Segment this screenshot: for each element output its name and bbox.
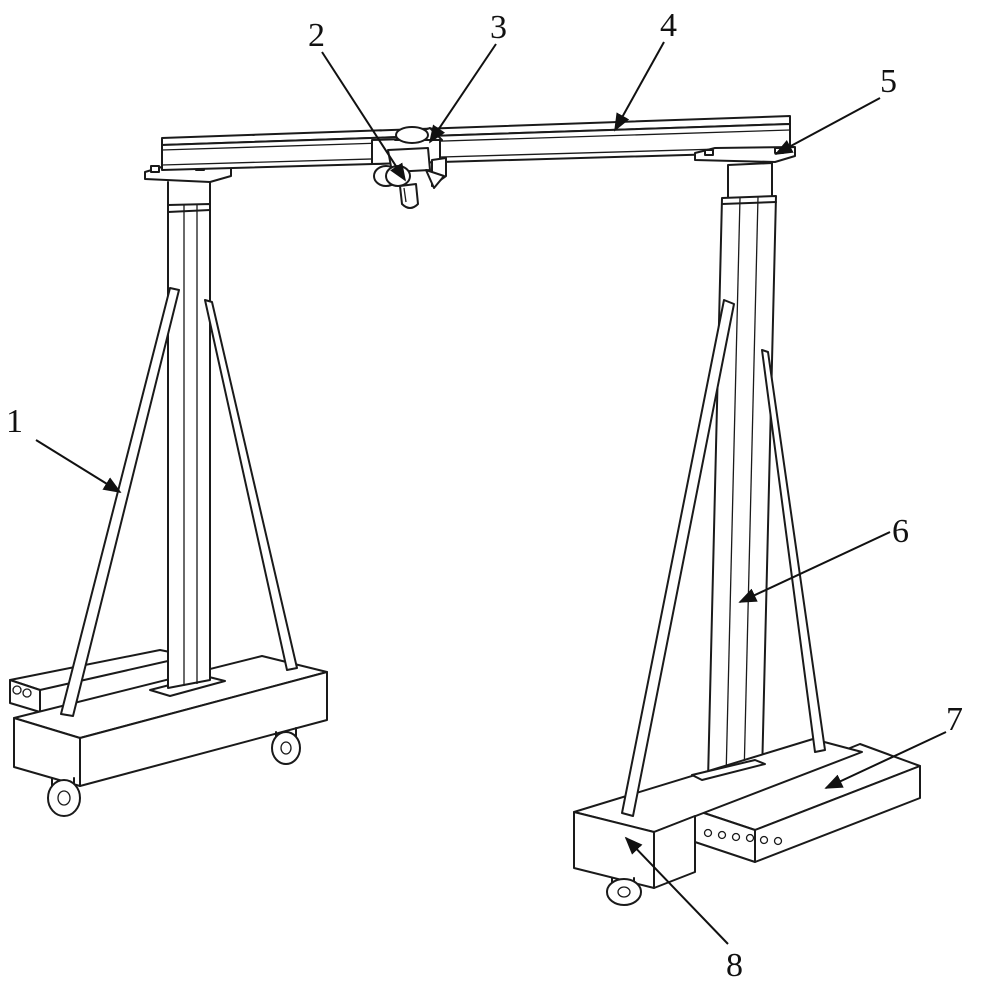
hook: [399, 183, 419, 209]
left-rear-brace: [204, 299, 298, 671]
label-8: 8: [726, 947, 743, 984]
top-beam: [161, 115, 791, 171]
leader-3: [428, 43, 497, 144]
leader-8: [624, 836, 729, 945]
left-column: [144, 163, 232, 689]
label-6: 6: [892, 513, 909, 550]
label-1: 1: [6, 403, 23, 440]
leader-1: [35, 439, 122, 493]
label-4: 4: [660, 7, 677, 44]
leader-4: [614, 41, 665, 132]
left-caster-wheel-front: [47, 777, 81, 817]
label-7: 7: [946, 701, 963, 738]
leader-2: [321, 51, 406, 182]
right-caster-wheel: [606, 877, 642, 906]
right-counterweight-box: [694, 743, 921, 863]
left-base-box: [9, 649, 328, 787]
callout-leaders: [35, 41, 947, 945]
leader-6: [738, 531, 891, 603]
label-5: 5: [880, 63, 897, 100]
vent-holes: [703, 828, 783, 846]
right-rear-brace: [761, 349, 826, 753]
left-caster-wheel-rear: [271, 727, 301, 765]
right-front-brace: [621, 299, 735, 817]
label-3: 3: [490, 9, 507, 46]
right-base-box: [573, 738, 863, 889]
left-front-brace: [60, 287, 180, 717]
leader-5: [774, 97, 881, 155]
leader-7: [824, 731, 947, 789]
label-2: 2: [308, 17, 325, 54]
